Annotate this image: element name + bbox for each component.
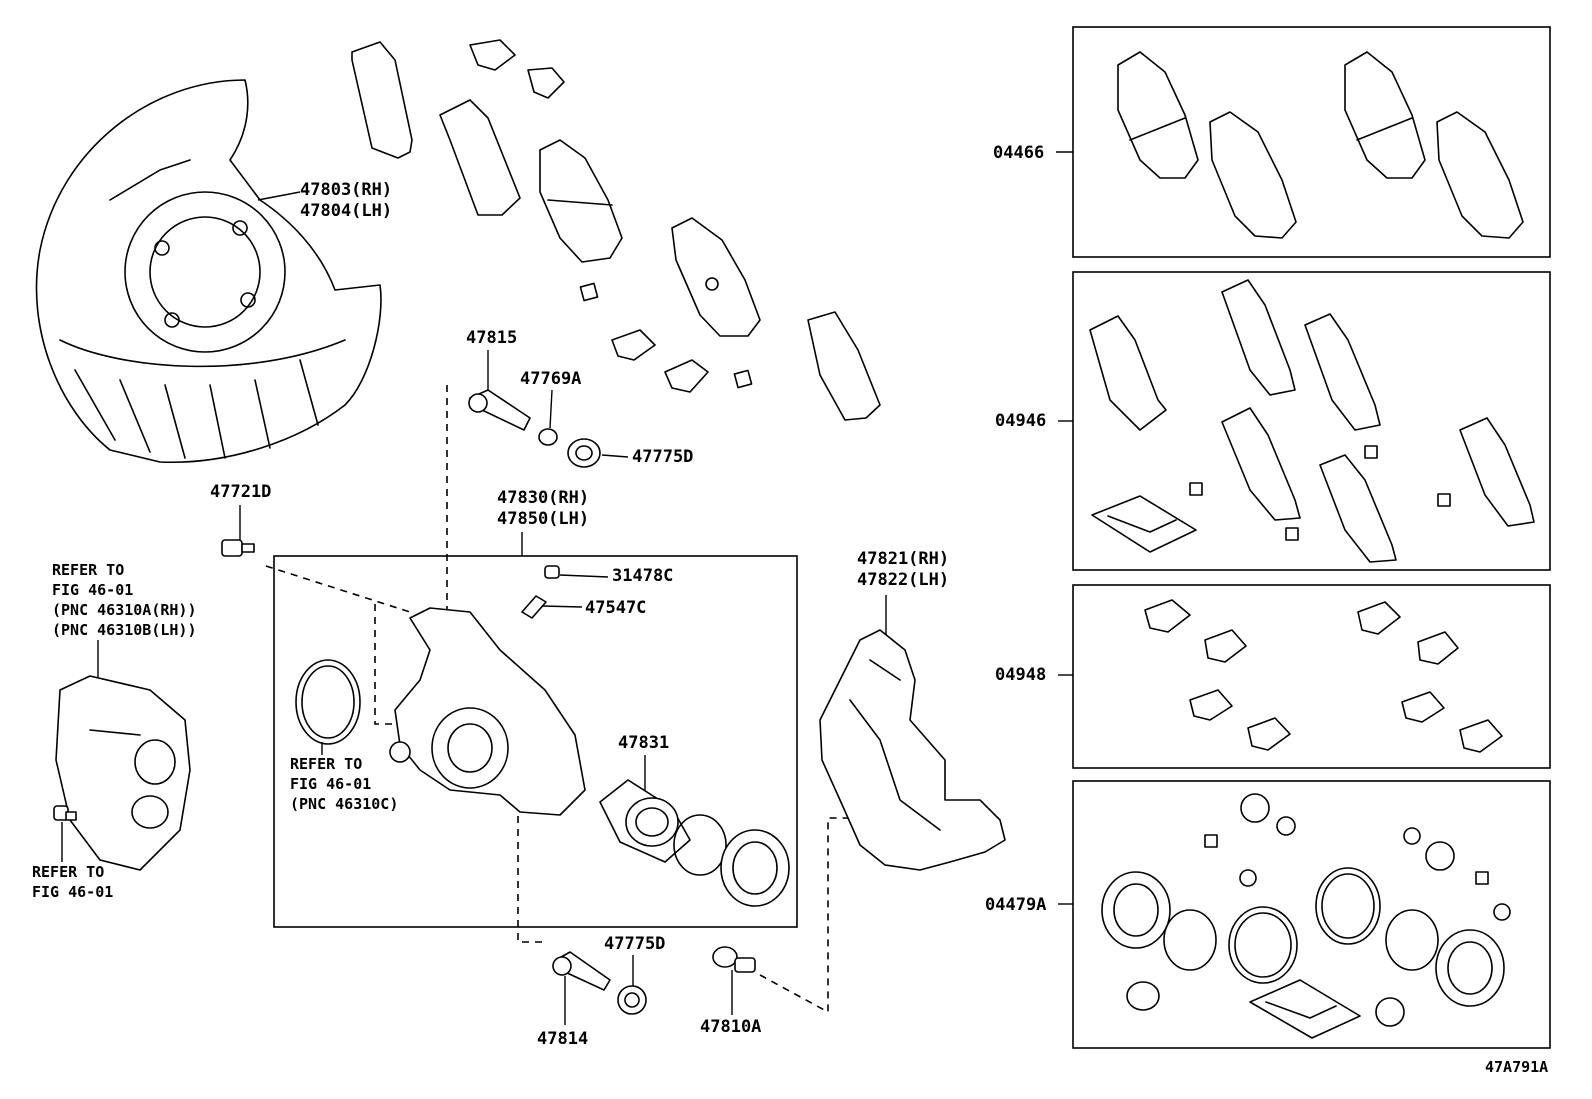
slide-pin-47815 bbox=[468, 389, 531, 431]
piston-seal bbox=[673, 814, 727, 876]
label-47721d: 47721D bbox=[210, 482, 272, 502]
kit-04479a-seals bbox=[1101, 793, 1511, 1039]
kit-04466-pads bbox=[1117, 51, 1524, 239]
anti-squeal-clip-1 bbox=[469, 39, 753, 393]
refer-note-caliper-line3: (PNC 46310A(RH)) bbox=[52, 601, 197, 619]
label-47822: 47822(LH) bbox=[857, 570, 950, 590]
caliper-cylinder-body bbox=[389, 607, 586, 816]
piston-boot bbox=[720, 829, 790, 907]
pad-shim-1 bbox=[351, 41, 413, 159]
bleeder-plug-47547c bbox=[521, 595, 547, 619]
label-04479a: 04479A bbox=[985, 895, 1047, 915]
label-04948: 04948 bbox=[995, 665, 1047, 685]
label-47810a: 47810A bbox=[700, 1017, 762, 1037]
caliper-assembly-box bbox=[273, 555, 798, 928]
label-04946: 04946 bbox=[995, 411, 1047, 431]
label-leaders bbox=[61, 151, 1073, 1025]
disc-dust-shield bbox=[35, 79, 382, 464]
label-47814: 47814 bbox=[537, 1029, 589, 1049]
label-47803: 47803(RH) bbox=[300, 180, 393, 200]
pad-shim-2 bbox=[439, 99, 521, 216]
refer-note-caliper-line4: (PNC 46310B(LH)) bbox=[52, 621, 197, 639]
kit-box-04466 bbox=[1072, 26, 1551, 258]
seal-ring bbox=[295, 659, 361, 745]
caliper-mounting-bracket bbox=[819, 629, 1006, 871]
label-47830: 47830(RH) bbox=[497, 488, 590, 508]
refer-note-cylinder-line3: (PNC 46310C) bbox=[290, 795, 399, 813]
kit-box-04948 bbox=[1072, 584, 1551, 769]
pad-shim-3 bbox=[807, 311, 881, 421]
label-47850: 47850(LH) bbox=[497, 509, 590, 529]
dashed-link-body bbox=[374, 604, 400, 725]
label-04466: 04466 bbox=[993, 143, 1045, 163]
label-47831: 47831 bbox=[618, 733, 670, 753]
brake-pad-1 bbox=[539, 139, 623, 263]
label-47821: 47821(RH) bbox=[857, 549, 950, 569]
refer-note-cylinder-line2: FIG 46-01 bbox=[290, 775, 372, 793]
bleeder-ref bbox=[53, 805, 77, 821]
label-47769a: 47769A bbox=[520, 369, 582, 389]
caliper-assembly-ref bbox=[55, 675, 191, 871]
piston-47831 bbox=[599, 779, 691, 863]
bleeder-plug-31478c bbox=[544, 565, 560, 579]
label-47804: 47804(LH) bbox=[300, 201, 393, 221]
refer-note-cylinder-line1: REFER TO bbox=[290, 755, 363, 773]
pin-boot-47769a bbox=[538, 428, 558, 446]
bushing-47775d-top bbox=[567, 438, 601, 468]
label-47815: 47815 bbox=[466, 328, 518, 348]
bolt-47810a bbox=[712, 946, 756, 973]
refer-note-bleeder-line2: FIG 46-01 bbox=[32, 883, 114, 901]
refer-note-caliper-line2: FIG 46-01 bbox=[52, 581, 134, 599]
brake-pad-2 bbox=[671, 217, 761, 337]
figure-id: 47A791A bbox=[1485, 1058, 1549, 1076]
dashed-link-pin-lower bbox=[517, 790, 548, 943]
kit-04948-clips bbox=[1144, 599, 1503, 753]
kit-04946-shims bbox=[1089, 279, 1535, 563]
label-47775d-bottom: 47775D bbox=[604, 934, 666, 954]
label-31478c: 31478C bbox=[612, 566, 674, 586]
dashed-link-bolt bbox=[265, 565, 411, 613]
refer-note-caliper-line1: REFER TO bbox=[52, 561, 125, 579]
dashed-link-mount bbox=[759, 817, 855, 1014]
bolt-47721d bbox=[221, 539, 255, 557]
label-47547c: 47547C bbox=[585, 598, 647, 618]
label-47775d-top: 47775D bbox=[632, 447, 694, 467]
slide-pin-47814 bbox=[552, 951, 611, 991]
kit-box-04479a bbox=[1072, 780, 1551, 1049]
refer-note-bleeder-line1: REFER TO bbox=[32, 863, 105, 881]
bushing-47775d-bottom bbox=[617, 985, 647, 1015]
